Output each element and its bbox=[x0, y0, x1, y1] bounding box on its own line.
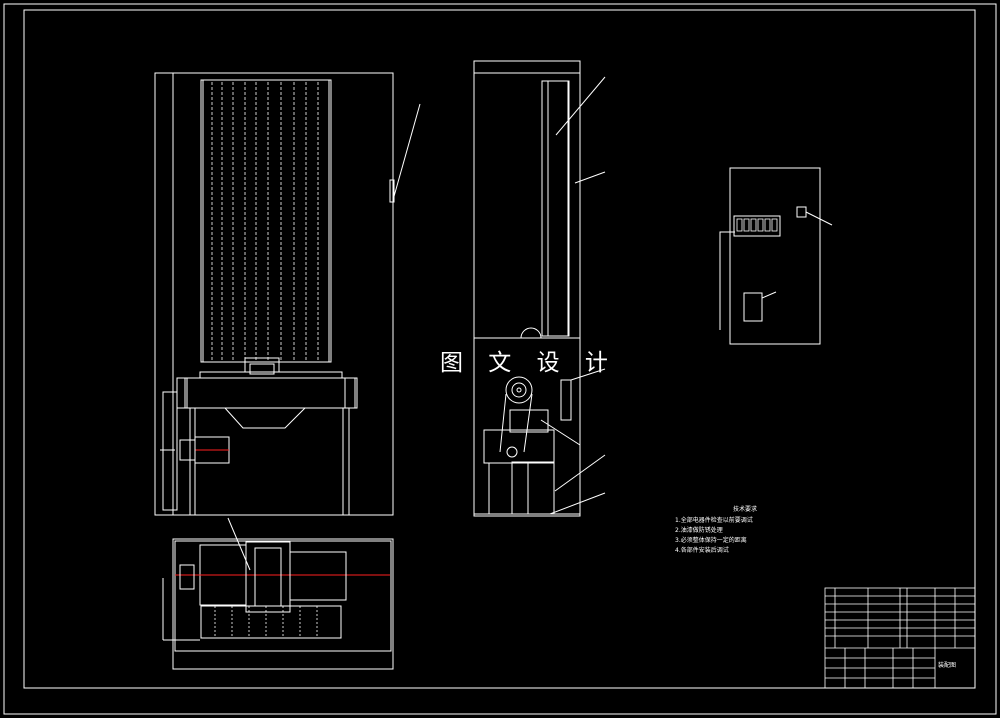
inner-frame bbox=[23, 9, 976, 689]
requirement-item: 2.油漆做防锈处理 bbox=[675, 527, 723, 534]
side-view bbox=[473, 60, 606, 517]
drawing-name: 装配图 bbox=[938, 662, 957, 669]
electrical-panel-view bbox=[719, 167, 833, 345]
requirement-item: 1.全部电器件检查以前要调试 bbox=[675, 517, 753, 524]
requirement-item: 3.必须整体保持一定的距离 bbox=[675, 537, 747, 544]
front-view bbox=[154, 72, 421, 516]
technical-requirements: 技术要求 1.全部电器件检查以前要调试 2.油漆做防锈处理 3.必须整体保持一定… bbox=[675, 505, 795, 556]
outer-frame bbox=[3, 3, 997, 715]
title-block bbox=[824, 587, 976, 689]
watermark-text: 图 文 设 计 bbox=[440, 350, 617, 376]
requirement-item: 4.各部件安装后调试 bbox=[675, 547, 729, 554]
top-view bbox=[162, 517, 394, 670]
technical-requirements-title: 技术要求 bbox=[732, 506, 757, 513]
